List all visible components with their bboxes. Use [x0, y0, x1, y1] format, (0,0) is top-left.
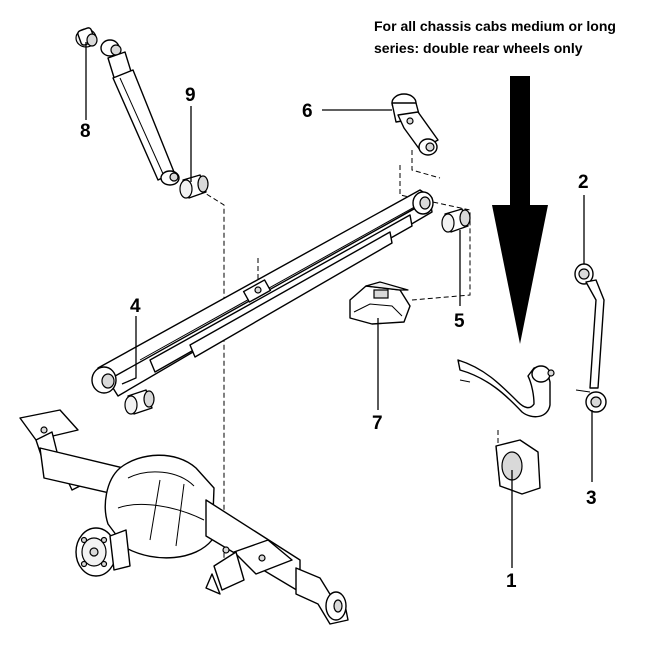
- front-eye-bush: [124, 389, 155, 415]
- rear-eye-bush: [441, 208, 471, 233]
- callout-4: 4: [130, 296, 141, 317]
- upper-shock-bush: [75, 27, 98, 48]
- callout-5: 5: [454, 311, 465, 332]
- note-line-2: series: double rear wheels only: [374, 40, 583, 56]
- lower-shock-bush: [179, 174, 209, 199]
- rear-axle-assembly: [19, 409, 349, 625]
- bump-stop: [349, 281, 411, 325]
- anti-roll-bar: [457, 359, 555, 418]
- note-line-1: For all chassis cabs medium or long: [374, 18, 616, 34]
- leader-lines: [85, 42, 593, 568]
- anti-roll-bar-bush: [495, 439, 541, 495]
- callout-2: 2: [578, 172, 589, 193]
- callout-numbers: 1 2 3 4 5 6 7 8 9: [80, 85, 597, 592]
- callout-3: 3: [586, 488, 597, 509]
- callout-8: 8: [80, 121, 91, 142]
- applicability-note: For all chassis cabs medium or long seri…: [374, 18, 616, 56]
- callout-7: 7: [372, 413, 383, 434]
- drop-link: [574, 263, 607, 413]
- direction-arrow: [492, 76, 548, 344]
- spring-shackle: [391, 93, 439, 156]
- shock-absorber: [100, 39, 180, 186]
- callout-9: 9: [185, 85, 196, 106]
- callout-6: 6: [302, 101, 313, 122]
- callout-1: 1: [506, 571, 517, 592]
- leaf-spring: [91, 189, 434, 397]
